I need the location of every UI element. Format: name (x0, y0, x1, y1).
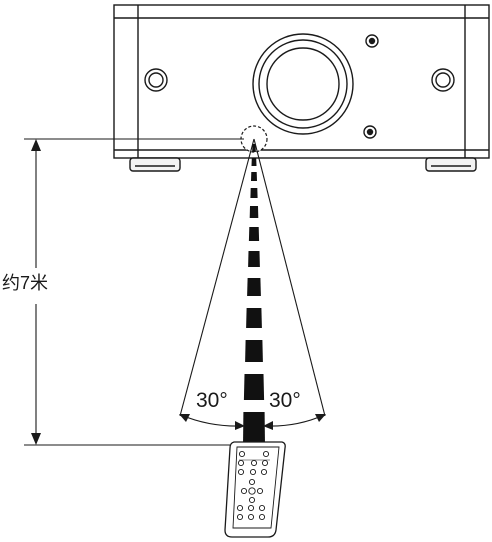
arrow-up (31, 139, 41, 151)
remote-control-icon (224, 441, 286, 538)
angle-right-label: 30° (269, 389, 301, 412)
angle-left-label: 30° (196, 389, 228, 412)
arc-arrow-right-outer (315, 414, 326, 422)
amplifier-front-icon (113, 4, 490, 172)
arc-arrow-left-inner (235, 421, 245, 430)
arc-arrow-left-outer (179, 414, 190, 422)
angle-arc-left (180, 414, 243, 427)
arc-arrow-right-inner (263, 421, 273, 430)
distance-guide (24, 138, 244, 446)
reception-cone (179, 138, 326, 417)
distance-label: 约7米 (2, 273, 49, 293)
arrow-down (31, 433, 41, 445)
angle-arc-right (265, 414, 325, 427)
ir-beam (243, 144, 265, 446)
